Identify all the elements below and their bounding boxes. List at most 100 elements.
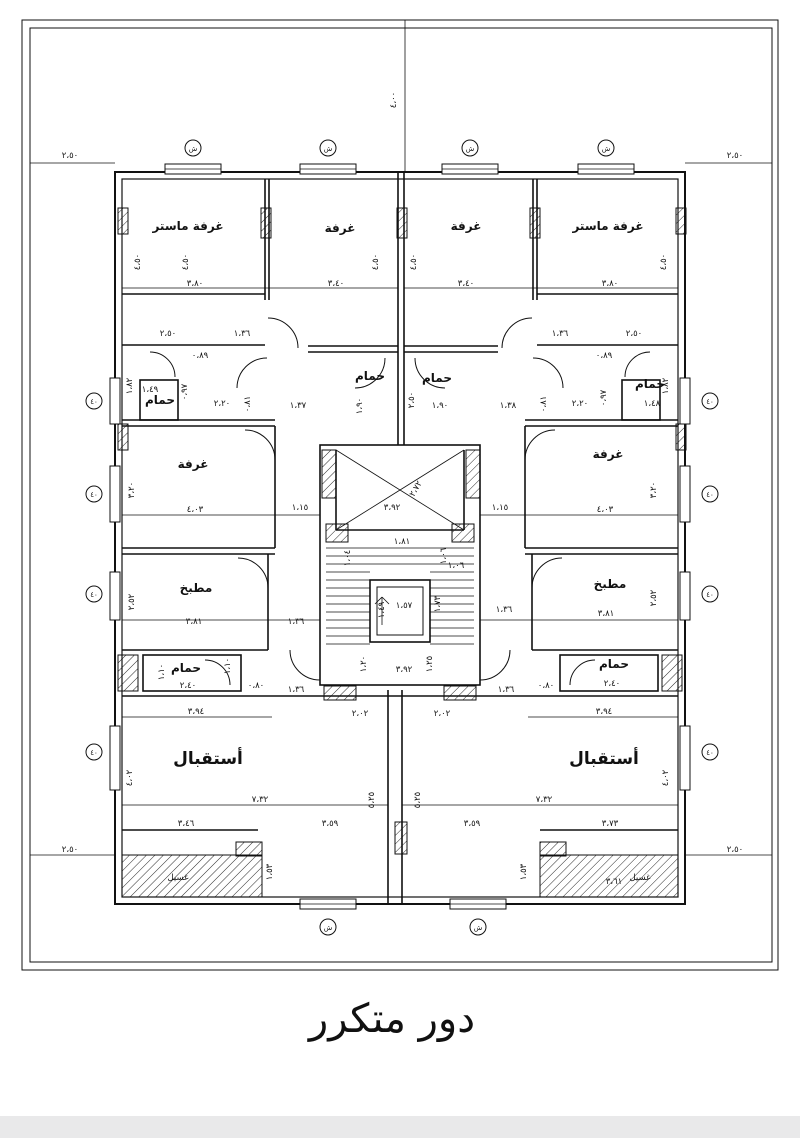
setback-right-top-dim: ٢،٥٠ bbox=[727, 151, 743, 161]
dim-lobby-pass-right: ١،٣٦ bbox=[498, 685, 515, 695]
dim-recep-l1: ٣،٤٦ bbox=[178, 819, 195, 829]
dim-hall-left: ١،٣٧ bbox=[290, 401, 307, 411]
dim-recep-r2: ٣،٥٩ bbox=[464, 819, 481, 829]
room-small-bath-left: حمام bbox=[171, 661, 201, 676]
dim-room-depth-5: ٤،٥٠ bbox=[659, 254, 669, 270]
dim-recep-a-left: ٣،٩٤ bbox=[188, 707, 204, 717]
dim-bath-gap-left: ٠،٩٧ bbox=[180, 383, 190, 400]
room-kitchen-left: مطبخ bbox=[180, 581, 213, 595]
dim-bath-side-right: ١،٨٢ bbox=[661, 377, 671, 394]
room-reception-right: أستقبال bbox=[569, 747, 639, 769]
dim-lobby-b: ١،٢٥ bbox=[425, 656, 435, 672]
dim-stair-a: ١،٠٤ bbox=[343, 550, 353, 566]
dim-recep-len-right: ٧،٣٢ bbox=[536, 795, 553, 805]
room-master-bedroom-left: غرفة ماستر bbox=[151, 219, 223, 233]
room-kitchen-right: مطبخ bbox=[594, 577, 627, 591]
window-left-4: ٤٠ bbox=[85, 725, 121, 791]
window-badge: ٤٠ bbox=[706, 749, 714, 757]
window-tag: ش bbox=[466, 145, 475, 153]
dim-corridor-left: ٢،٥٠ bbox=[160, 329, 176, 339]
dim-kitchen-w-right: ٣،٨١ bbox=[598, 609, 614, 619]
dim-small-a-right: ١،١٠ bbox=[223, 658, 233, 674]
window-tag: ش bbox=[474, 924, 483, 932]
dim-recep-r1: ٣،٧٣ bbox=[602, 819, 619, 829]
plot-boundary-outer bbox=[21, 19, 779, 971]
elevator-shaft bbox=[369, 579, 431, 643]
dim-bath-gap-right: ٠،٩٧ bbox=[599, 389, 609, 406]
setback-top-dim: ٤،٠٠ bbox=[389, 92, 399, 108]
dim-hall-right: ١،٣٨ bbox=[500, 401, 517, 411]
dim-bath-top-left: ٠،٨٩ bbox=[192, 351, 209, 361]
window-bottom-2: ش bbox=[449, 898, 507, 936]
window-bottom-1: ش bbox=[299, 898, 357, 936]
dim-stair-e: ١،٤٩ bbox=[377, 601, 387, 618]
dim-pass-left: ١،١٥ bbox=[292, 503, 308, 513]
dim-bed2-d-right: ٣،٢٠ bbox=[649, 482, 659, 498]
room-small-bath-right: حمام bbox=[599, 657, 629, 672]
dim-bath-n-left: ٠،٨١ bbox=[243, 396, 253, 412]
dim-small-w-left: ٢،٤٠ bbox=[180, 681, 196, 691]
dim-bath-top-right: ٠،٨٩ bbox=[596, 351, 613, 361]
building-outline-outer bbox=[114, 171, 686, 905]
dim-corridor-right: ٢،٥٠ bbox=[626, 329, 642, 339]
dim-lobby-pass-left: ١،٣٦ bbox=[288, 685, 305, 695]
viewer-bottom-bar bbox=[0, 1116, 800, 1138]
dim-kpass-left: ١،٣٦ bbox=[288, 617, 305, 627]
room-bathroom-left: حمام bbox=[145, 393, 175, 408]
dim-small-b-left: ٠،٨٠ bbox=[248, 681, 264, 691]
dim-kitchen-w-left: ٣،٨١ bbox=[186, 617, 202, 627]
dim-kitchen-d-right: ٢،٥٢ bbox=[649, 589, 659, 606]
balcony-left bbox=[121, 854, 263, 898]
building-outline-inner bbox=[121, 178, 679, 898]
window-top-3: ش bbox=[441, 139, 499, 175]
dim-balcony-w: ٣،٦١ bbox=[606, 877, 622, 887]
dim-master-width-right: ٣،٨٠ bbox=[602, 279, 618, 289]
room-bedroom-top-left: غرفة bbox=[325, 221, 356, 235]
window-badge: ٤٠ bbox=[90, 749, 98, 757]
floor-caption: دور متكرر bbox=[307, 996, 475, 1042]
dim-shaft-left: ٢،٠٢ bbox=[352, 709, 369, 719]
window-left-2: ٤٠ bbox=[85, 465, 121, 523]
window-tag: ش bbox=[602, 145, 611, 153]
dim-stair-s: ١،٨١ bbox=[394, 537, 410, 547]
window-left-1: ٤٠ bbox=[85, 377, 121, 425]
laundry-right: غسيل bbox=[629, 873, 651, 883]
dim-kitchen-d-left: ٢،٥٢ bbox=[127, 593, 137, 610]
dim-bath-h-right: ١،٤٨ bbox=[644, 399, 661, 409]
dim-master-width-left: ٣،٨٠ bbox=[187, 279, 203, 289]
window-badge: ٤٠ bbox=[90, 591, 98, 599]
dim-room-depth-4: ٤،٥٠ bbox=[409, 254, 419, 270]
dim-bed2-w-left: ٤،٠٣ bbox=[187, 505, 204, 515]
dim-shaft-d-right: ٥،٢٥ bbox=[413, 792, 423, 808]
window-right-3: ٤٠ bbox=[679, 571, 719, 621]
dim-shaft-d-left: ٥،٢٥ bbox=[367, 792, 377, 808]
window-top-2: ش bbox=[299, 139, 357, 175]
stair-core bbox=[319, 444, 481, 686]
dim-kpass-right: ١،٣٦ bbox=[496, 605, 513, 615]
dim-corridor-b-right: ١،٣٦ bbox=[552, 329, 569, 339]
window-badge: ٤٠ bbox=[706, 591, 714, 599]
window-right-2: ٤٠ bbox=[679, 465, 719, 523]
setback-right-bottom-dim: ٢،٥٠ bbox=[727, 845, 743, 855]
window-left-3: ٤٠ bbox=[85, 571, 121, 621]
dim-bath-w-right: ٢،٢٠ bbox=[572, 399, 588, 409]
dim-room-depth-1: ٤،٥٠ bbox=[133, 254, 143, 270]
dim-small-b-right: ٠،٨٠ bbox=[538, 681, 554, 691]
room-master-bedroom-right: غرفة ماستر bbox=[571, 219, 643, 233]
room-bedroom-top-right: غرفة bbox=[451, 219, 482, 233]
window-badge: ٤٠ bbox=[706, 398, 714, 406]
setback-left-bottom-dim: ٢،٥٠ bbox=[62, 845, 78, 855]
dim-bedroom-width-right: ٣،٤٠ bbox=[458, 279, 474, 289]
dim-pass-right: ١،١٥ bbox=[492, 503, 508, 513]
window-tag: ش bbox=[324, 145, 333, 153]
dim-lobby-w: ٣،٩٢ bbox=[396, 665, 413, 675]
window-tag: ش bbox=[189, 145, 198, 153]
dim-shaft-right: ٢،٠٢ bbox=[434, 709, 451, 719]
window-badge: ٤٠ bbox=[90, 491, 98, 499]
dim-room-depth-2: ٤،٥٠ bbox=[181, 254, 191, 270]
dim-hall-c: ٢،٥٠ bbox=[407, 392, 417, 408]
dim-stair-b2: ١،٠٦ bbox=[448, 561, 465, 571]
plot-boundary-inner bbox=[29, 27, 773, 963]
room-bedroom-mid-left: غرفة bbox=[178, 457, 209, 471]
